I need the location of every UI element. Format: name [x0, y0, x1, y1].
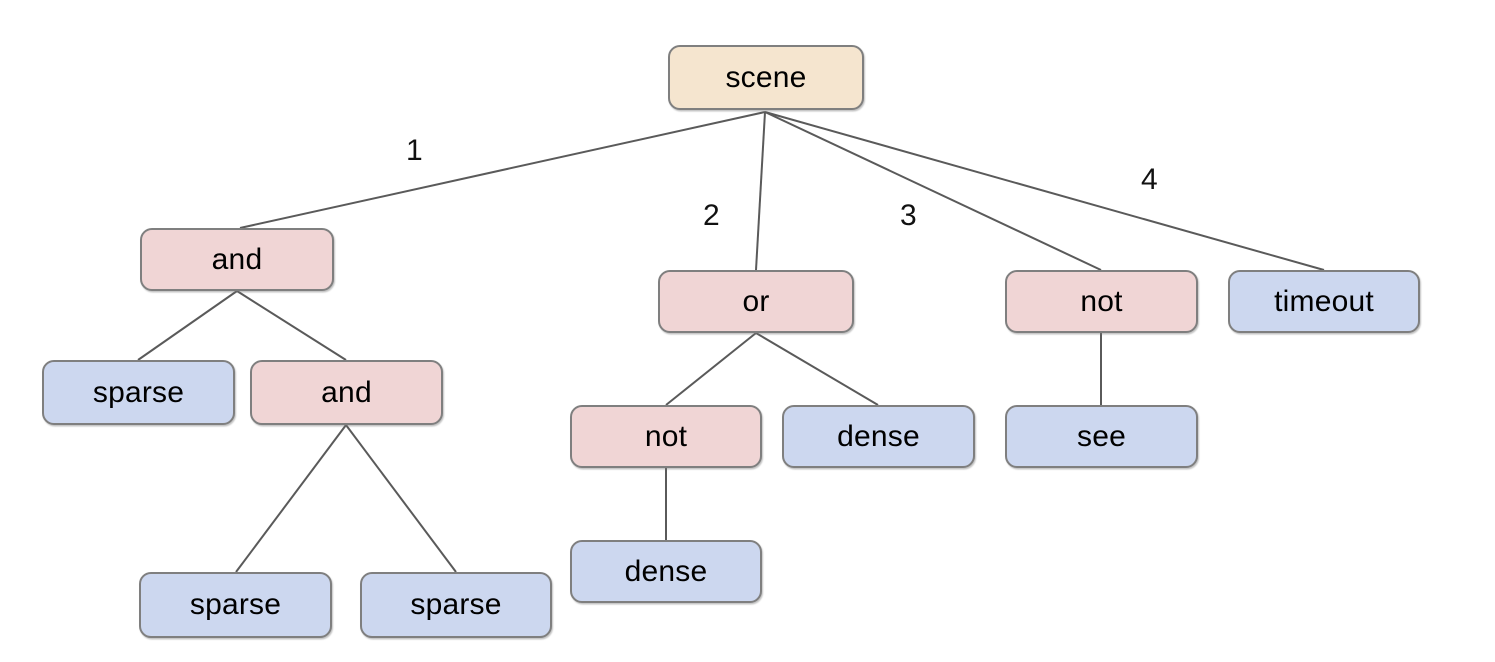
- tree-edge-or1-not2: [665, 332, 757, 406]
- tree-edge-and1-sparse1: [137, 290, 238, 361]
- tree-node-sparse3[interactable]: sparse: [360, 572, 552, 638]
- tree-node-sparse2[interactable]: sparse: [139, 572, 332, 638]
- tree-node-and2[interactable]: and: [250, 360, 443, 425]
- edge-label-1: 1: [406, 134, 423, 167]
- tree-node-and1[interactable]: and: [140, 228, 334, 291]
- tree-node-see1[interactable]: see: [1005, 405, 1198, 468]
- tree-node-not2[interactable]: not: [570, 405, 762, 468]
- tree-node-or1[interactable]: or: [658, 270, 854, 333]
- tree-edge-scene-or1: [755, 111, 766, 271]
- tree-edge-and2-sparse3: [345, 424, 457, 573]
- tree-node-scene[interactable]: scene: [668, 45, 864, 110]
- tree-edge-and1-and2: [236, 290, 347, 361]
- tree-node-label: and: [211, 242, 263, 276]
- tree-edge-scene-timeout1: [764, 111, 1325, 271]
- tree-edge-or1-dense1: [755, 332, 879, 406]
- tree-node-dense2[interactable]: dense: [570, 540, 762, 603]
- tree-node-label: dense: [837, 419, 920, 453]
- tree-node-label: scene: [725, 60, 807, 94]
- tree-edge-and2-sparse2: [235, 424, 347, 573]
- tree-node-label: or: [742, 284, 770, 318]
- edge-label-4: 4: [1141, 163, 1158, 196]
- edge-label-3: 3: [900, 199, 917, 232]
- tree-node-not1[interactable]: not: [1005, 270, 1198, 333]
- tree-node-label: timeout: [1274, 284, 1374, 318]
- tree-node-sparse1[interactable]: sparse: [42, 360, 235, 425]
- tree-node-label: not: [1080, 284, 1123, 318]
- tree-node-label: sparse: [410, 588, 502, 621]
- tree-node-label: sparse: [189, 588, 282, 621]
- tree-node-label: and: [321, 375, 372, 409]
- tree-node-label: sparse: [92, 375, 185, 409]
- tree-node-label: dense: [624, 554, 708, 588]
- tree-node-label: see: [1077, 419, 1126, 453]
- tree-node-timeout1[interactable]: timeout: [1228, 270, 1420, 333]
- edge-label-2: 2: [703, 199, 720, 232]
- tree-edge-scene-not1: [764, 111, 1102, 271]
- tree-node-dense1[interactable]: dense: [782, 405, 975, 468]
- tree-edge-scene-and1: [239, 111, 766, 229]
- tree-node-label: not: [644, 419, 688, 453]
